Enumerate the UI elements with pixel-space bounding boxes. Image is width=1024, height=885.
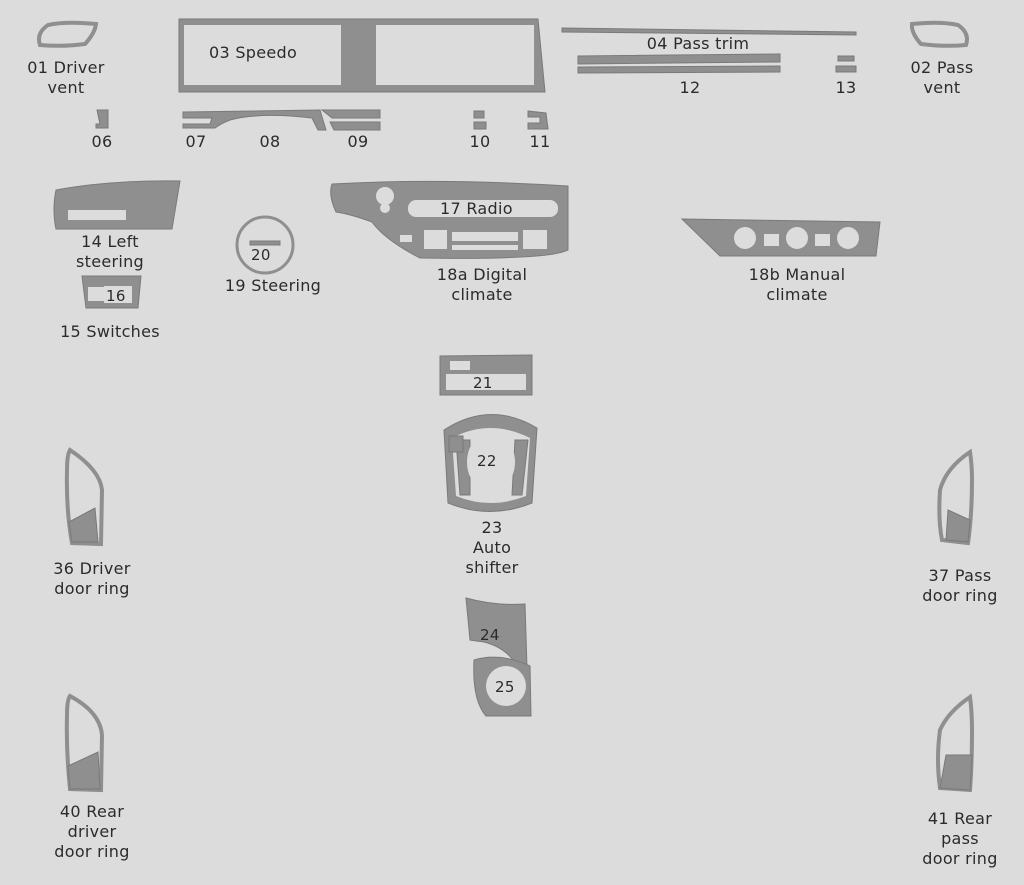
pass-vent-part	[909, 20, 969, 48]
label-13: 13	[835, 78, 857, 97]
label-driver-vent: 01 Driver vent	[27, 58, 105, 97]
label-20: 20	[251, 246, 271, 264]
label-09: 09	[347, 132, 369, 151]
trim-06-part	[95, 109, 109, 129]
label-06: 06	[91, 132, 113, 151]
label-manual-climate: 18b Manual climate	[748, 265, 846, 304]
label-steering: 19 Steering	[224, 276, 322, 295]
steering-part	[235, 215, 295, 275]
label-11: 11	[529, 132, 551, 151]
label-left-steering: 14 Left steering	[75, 232, 145, 271]
trim-10-part	[473, 110, 487, 130]
auto-shifter-part	[443, 414, 538, 512]
trim-11-part	[527, 110, 549, 130]
label-rear-driver-door-ring: 40 Rear driver door ring	[54, 802, 130, 861]
pass-door-ring-part	[937, 448, 975, 546]
label-16: 16	[106, 287, 126, 305]
label-22: 22	[477, 452, 497, 470]
speedo-bezel-part	[178, 18, 546, 93]
rear-pass-door-ring-part	[936, 693, 975, 793]
pass-trim-part	[561, 27, 857, 36]
label-pass-trim: 04 Pass trim	[646, 34, 750, 53]
left-steering-part	[53, 180, 181, 230]
label-rear-pass-door-ring: 41 Rear pass door ring	[922, 809, 998, 868]
manual-climate-part	[680, 218, 881, 257]
label-08: 08	[259, 132, 281, 151]
switches-part	[81, 275, 142, 309]
label-switches: 15 Switches	[60, 322, 160, 341]
label-25: 25	[495, 678, 515, 696]
label-pass-vent: 02 Pass vent	[910, 58, 974, 97]
label-radio: 17 Radio	[440, 199, 513, 218]
console-21-part	[439, 354, 533, 396]
label-digital-climate: 18a Digital climate	[436, 265, 528, 304]
radio-climate-part	[330, 180, 569, 259]
driver-vent-part	[37, 20, 99, 48]
trim-13-part	[835, 55, 857, 73]
label-24: 24	[480, 626, 500, 644]
label-12: 12	[679, 78, 701, 97]
rear-driver-door-ring-part	[64, 693, 105, 793]
label-driver-door-ring: 36 Driver door ring	[53, 559, 131, 598]
label-21: 21	[473, 374, 493, 392]
steering-emblem	[249, 240, 281, 246]
label-07: 07	[185, 132, 207, 151]
label-pass-door-ring: 37 Pass door ring	[922, 566, 998, 605]
trim-12-part	[577, 53, 781, 74]
driver-door-ring-part	[64, 447, 105, 547]
label-speedo: 03 Speedo	[209, 43, 298, 62]
label-auto-shifter: 23 Auto shifter	[465, 518, 519, 577]
console-24-25-part	[465, 597, 532, 717]
trim-07-09-part	[182, 109, 381, 131]
label-10: 10	[469, 132, 491, 151]
